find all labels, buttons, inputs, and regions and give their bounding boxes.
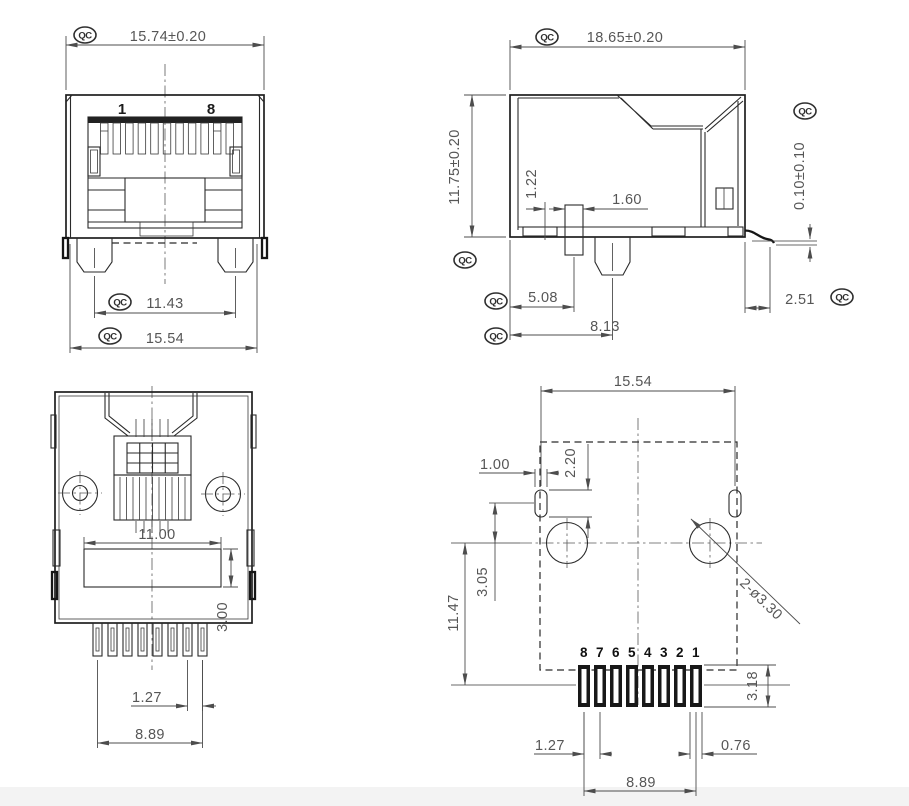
through-hole-pins	[92, 622, 208, 657]
mounting-post	[217, 238, 254, 273]
bottom-window	[83, 548, 222, 588]
centerlines	[520, 418, 762, 705]
solder-pads	[578, 665, 702, 707]
pad-label: 3	[660, 645, 668, 660]
dim-window-width: 11.00	[138, 527, 175, 543]
svg-text:QC: QC	[798, 107, 812, 118]
dim-peg-offset: 1.22	[524, 169, 540, 199]
qc-stamp: QC	[830, 288, 854, 306]
svg-text:QC: QC	[78, 31, 92, 42]
mounting-hole	[201, 472, 245, 516]
qc-stamp: QC	[535, 28, 559, 46]
contact-band	[88, 117, 242, 123]
dim-pad-length: 3.18	[745, 671, 761, 701]
pad-label: 1	[692, 645, 700, 660]
dim-peg-center: 5.08	[528, 290, 558, 306]
pcb-footprint-view: 15.54 1.00 2.20 3.05 11.47 2-ø3.30 8 7 6…	[446, 374, 801, 796]
svg-text:QC: QC	[489, 297, 503, 308]
qc-stamp: QC	[453, 251, 477, 269]
standoff	[651, 226, 686, 237]
dim-pad-width: 0.76	[721, 738, 751, 754]
dim-pin-span: 8.89	[135, 727, 165, 743]
dim-slot-length: 2.20	[563, 448, 579, 478]
pad-number-row: 8 7 6 5 4 3 2 1	[580, 645, 700, 660]
sheet-bottom-band	[0, 787, 909, 806]
standoff	[522, 226, 558, 237]
dim-holes-callout: 2-ø3.30	[736, 575, 785, 623]
dim-tail: 2.51	[785, 292, 815, 308]
dim-window-height: 3.00	[215, 602, 231, 632]
qc-stamp: QC	[484, 327, 508, 345]
pad-label: 2	[676, 645, 684, 660]
front-view: 1 8 QC 15.74±0.20 QC 11.43 QC 15.54	[61, 26, 269, 353]
dim-coplanarity: 0.10±0.10	[792, 142, 808, 210]
dim-pad-span: 8.89	[626, 775, 656, 791]
shield-side-outline	[509, 94, 746, 238]
pin1-label: 1	[118, 101, 126, 118]
mounting-post-side	[594, 237, 631, 276]
svg-text:QC: QC	[540, 33, 554, 44]
shield-outline	[65, 94, 265, 239]
dim-peg-width: 1.60	[612, 192, 642, 208]
pad-label: 5	[628, 645, 636, 660]
dim-depth: 18.65±0.20	[587, 30, 663, 46]
latch-window	[715, 187, 734, 210]
svg-text:QC: QC	[835, 293, 849, 304]
dim-hole-to-pads: 11.47	[446, 594, 462, 631]
svg-text:QC: QC	[113, 298, 127, 309]
pad-label: 8	[580, 645, 588, 660]
qc-stamp: QC	[108, 293, 132, 311]
dim-post-center: 8.13	[590, 319, 620, 335]
dim-slot-span: 15.54	[614, 374, 652, 390]
peg-slot	[534, 489, 548, 518]
dim-slot-to-hole: 3.05	[475, 567, 491, 597]
dim-pin-pitch: 1.27	[132, 690, 162, 706]
pcb-hole	[688, 518, 732, 568]
pad-label: 4	[644, 645, 652, 660]
pad-label: 6	[612, 645, 620, 660]
dim-pad-pitch: 1.27	[535, 738, 565, 754]
svg-text:QC: QC	[103, 332, 117, 343]
standoff	[727, 226, 744, 237]
mounting-hole	[58, 471, 102, 515]
shield-tab	[260, 236, 269, 260]
top-view: 11.00 3.00 1.27 8.89	[50, 386, 257, 748]
dim-width-top: 15.74±0.20	[130, 29, 206, 45]
qc-stamp: QC	[73, 26, 97, 44]
solder-tail	[744, 229, 776, 244]
dim-height: 11.75±0.20	[447, 129, 463, 204]
pcb-hole	[545, 518, 589, 568]
pin8-label: 8	[207, 101, 215, 118]
dim-slot-width: 1.00	[480, 457, 510, 473]
locating-peg	[564, 204, 584, 256]
qc-stamp: QC	[98, 327, 122, 345]
qc-stamp: QC	[793, 102, 817, 120]
svg-text:QC: QC	[489, 332, 503, 343]
qc-stamp: QC	[484, 292, 508, 310]
mounting-post	[76, 238, 113, 273]
contact-slots	[100, 122, 234, 155]
svg-text:QC: QC	[458, 256, 472, 267]
peg-slot	[728, 489, 742, 518]
dim-width-bottom: 15.54	[146, 331, 184, 347]
body-outline	[54, 391, 253, 624]
side-tabs	[50, 414, 257, 601]
side-view: QC 18.65±0.20 11.75±0.20 QC 1.22 1.60 QC…	[447, 28, 854, 345]
pad-label: 7	[596, 645, 604, 660]
dim-post-pitch: 11.43	[146, 296, 183, 312]
connector-outline-hidden	[539, 441, 738, 671]
shield-tab	[61, 236, 70, 260]
side-latch-windows	[87, 146, 243, 177]
